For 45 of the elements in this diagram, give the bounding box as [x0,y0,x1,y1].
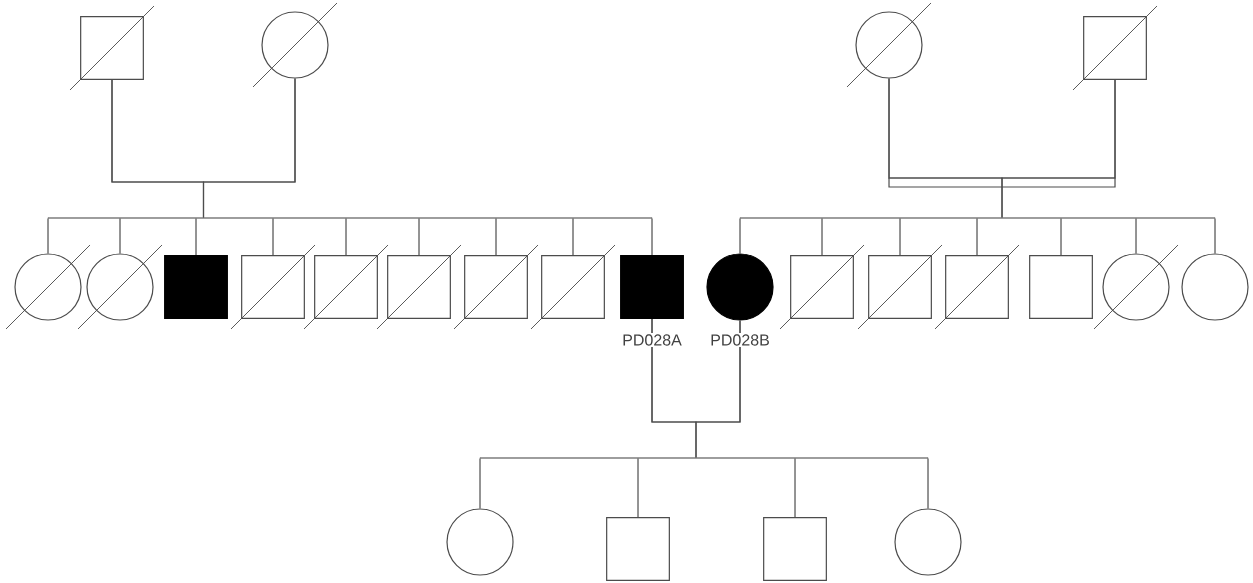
descent-line [899,218,901,256]
deceased-square-symbol [1072,5,1158,91]
descent-line [1060,218,1062,256]
person-label: PD028B [708,333,772,347]
filled-circle-symbol [706,253,774,321]
deceased-square-symbol [779,244,865,330]
descent-line [495,218,497,256]
descent-line [119,218,121,254]
circle-symbol [1181,253,1249,321]
square-symbol [606,517,670,581]
square-symbol [1029,255,1093,319]
deceased-circle-symbol [252,2,338,88]
sibship-line [739,217,1216,219]
deceased-square-symbol [303,244,389,330]
descent-line [345,218,347,256]
circle-symbol [894,508,962,576]
person-label: PD028A [620,333,684,347]
descent-line [739,218,741,254]
descent-line [637,458,639,518]
filled-square-symbol [620,255,684,319]
deceased-circle-symbol [1093,244,1179,330]
descent-line [195,218,197,256]
deceased-square-symbol [69,5,155,91]
descent-line [572,218,574,256]
sibship-line [479,457,929,459]
descent-line [821,218,823,256]
sibship-line [47,217,653,219]
descent-line [272,218,274,256]
filled-square-symbol [164,255,228,319]
descent-line [479,458,481,509]
descent-line [418,218,420,256]
parent-line [695,320,741,458]
descent-line [651,218,653,256]
square-symbol [763,517,827,581]
deceased-circle-symbol [846,2,932,88]
parent-line [1001,79,1116,218]
descent-line [976,218,978,256]
circle-symbol [446,508,514,576]
parent-line [202,78,296,218]
descent-line [47,218,49,254]
descent-line [1135,218,1137,254]
descent-line [1214,218,1216,254]
descent-line [927,458,929,509]
deceased-circle-symbol [77,244,163,330]
descent-line [794,458,796,518]
